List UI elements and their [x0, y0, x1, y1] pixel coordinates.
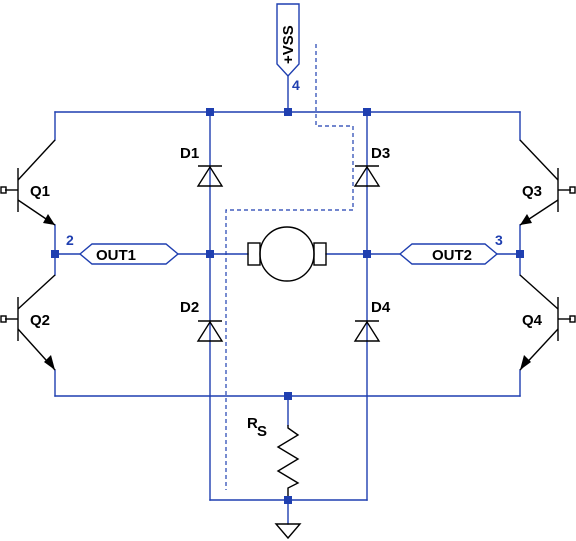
vss-label: +VSS: [280, 25, 297, 64]
q4-label: Q4: [522, 312, 543, 329]
d1-label: D1: [180, 145, 199, 162]
d4-label: D4: [371, 299, 391, 316]
motor-icon: [248, 227, 326, 281]
node-2-label: 2: [66, 232, 74, 248]
ground-icon: [276, 524, 300, 538]
vss-port: +VSS: [277, 4, 299, 76]
d3-label: D3: [371, 145, 390, 162]
out1-label: OUT1: [96, 247, 136, 264]
q1-label: Q1: [30, 183, 50, 200]
out2-label: OUT2: [432, 247, 472, 264]
junction-dots: [51, 108, 524, 504]
node-4-label: 4: [292, 77, 300, 93]
q2-label: Q2: [30, 312, 50, 329]
out2-port: OUT2: [400, 244, 497, 264]
node-3-label: 3: [495, 232, 503, 248]
d2-label: D2: [180, 299, 199, 316]
rs-subscript: S: [257, 423, 267, 440]
out1-port: OUT1: [80, 244, 178, 264]
q3-label: Q3: [522, 183, 542, 200]
resistor-rs: [278, 425, 298, 500]
